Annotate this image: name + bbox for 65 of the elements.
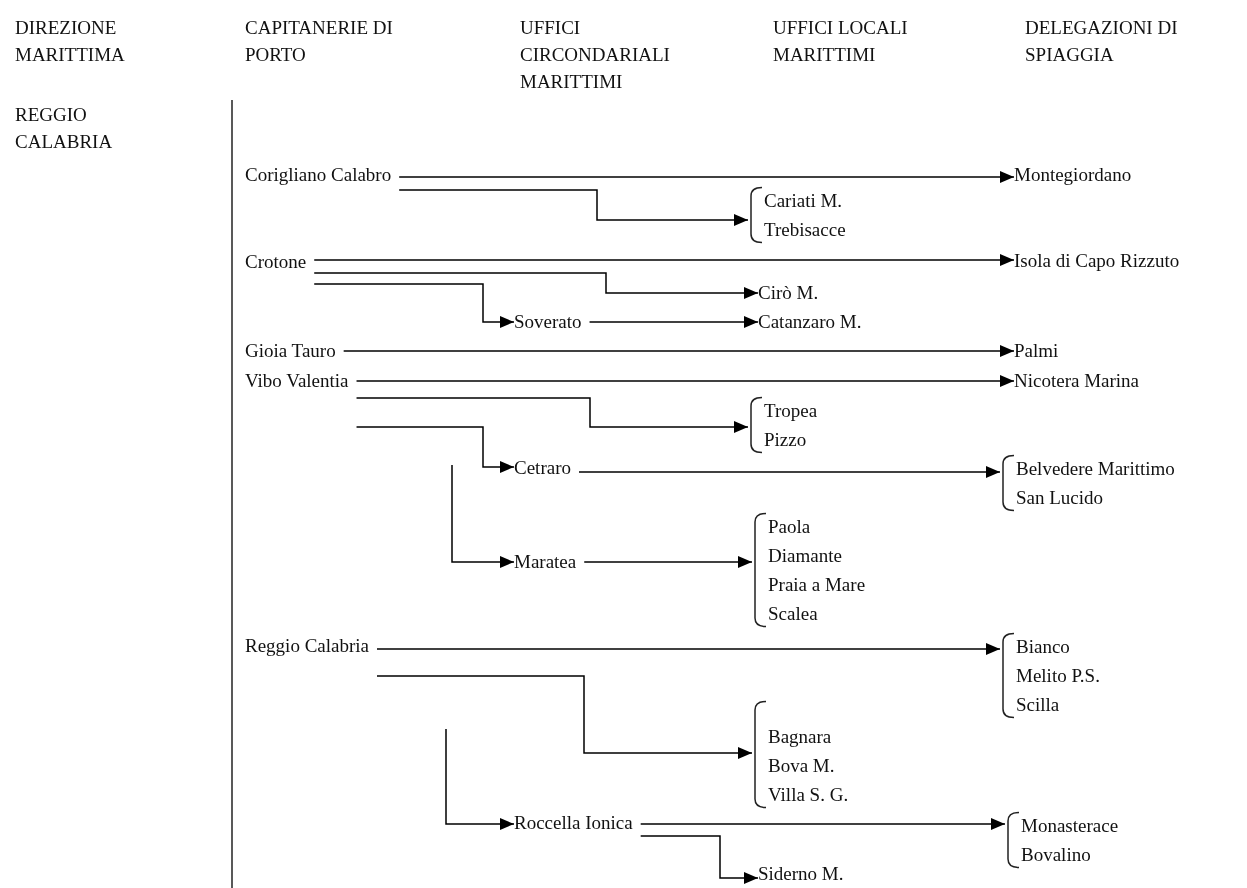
arrow — [639, 835, 759, 884]
arrow — [398, 189, 749, 226]
arrow — [451, 464, 515, 568]
place-name: Trebisacce — [764, 218, 846, 242]
bracketed-list — [1000, 632, 1100, 719]
arrow — [583, 556, 753, 568]
place-name: Scalea — [768, 602, 819, 626]
bracketed-list — [752, 700, 849, 809]
place-name: Roccella Ionica — [514, 811, 633, 835]
arrow — [355, 375, 1015, 387]
arrow — [376, 643, 1001, 655]
place-name: Melito P.S. — [1016, 664, 1100, 688]
column-heading: DIREZIONE MARITTIMA — [15, 16, 126, 67]
column-heading: CAPITANERIE DI PORTO — [245, 16, 394, 67]
arrow — [398, 171, 1015, 183]
bracketed-list — [1000, 454, 1175, 512]
place-name: Cariati M. — [764, 189, 844, 213]
place-name: Cetraro — [514, 456, 571, 480]
column-heading: REGGIO CALABRIA — [15, 103, 114, 154]
place-name: Montegiordano — [1014, 163, 1132, 187]
column-heading: DELEGAZIONI DI SPIAGGIA — [1025, 16, 1179, 67]
bracketed-list — [748, 186, 846, 244]
place-name: Crotone — [245, 250, 307, 274]
bracketed-list — [1005, 811, 1119, 869]
place-name: Bagnara — [768, 725, 833, 749]
place-name: Vibo Valentia — [245, 369, 349, 393]
place-name: Praia a Mare — [768, 573, 866, 597]
arrow — [639, 818, 1006, 830]
bracketed-list — [752, 512, 866, 628]
arrow — [355, 397, 749, 433]
place-name: Palmi — [1014, 339, 1059, 363]
place-name: Belvedere Marittimo — [1016, 457, 1175, 481]
place-name: Reggio Calabria — [245, 634, 369, 658]
place-name: Isola di Capo Rizzuto — [1014, 249, 1180, 273]
arrow — [313, 272, 759, 299]
column-heading: UFFICI LOCALI MARITTIMI — [773, 16, 909, 67]
place-name: Nicotera Marina — [1014, 369, 1140, 393]
place-name: Diamante — [768, 544, 843, 568]
arrow — [342, 345, 1015, 357]
arrow — [445, 728, 515, 830]
place-name: Bova M. — [768, 754, 836, 778]
arrow — [578, 466, 1001, 478]
place-name: Catanzaro M. — [758, 310, 862, 334]
place-name: Villa S. G. — [768, 783, 849, 807]
place-name: Soverato — [514, 310, 582, 334]
place-name: Bianco — [1016, 635, 1071, 659]
arrow — [355, 426, 515, 473]
place-name: Corigliano Calabro — [245, 163, 392, 187]
place-name: Tropea — [764, 399, 818, 423]
arrow — [313, 283, 515, 328]
column-heading: UFFICI CIRCONDARIALI MARITTIMI — [520, 16, 671, 94]
place-name: Monasterace — [1021, 814, 1119, 838]
arrow — [313, 254, 1015, 266]
place-name: Bovalino — [1021, 843, 1092, 867]
arrow — [588, 316, 759, 328]
place-name: Scilla — [1016, 693, 1061, 717]
place-name: Gioia Tauro — [245, 339, 336, 363]
place-name: Cirò M. — [758, 281, 819, 305]
bracketed-list — [748, 396, 818, 454]
place-name: San Lucido — [1016, 486, 1105, 510]
place-name: Pizzo — [764, 428, 808, 452]
place-name: Siderno M. — [758, 862, 844, 886]
place-name: Paola — [768, 515, 812, 539]
place-name: Maratea — [514, 550, 577, 574]
arrow — [376, 675, 753, 759]
